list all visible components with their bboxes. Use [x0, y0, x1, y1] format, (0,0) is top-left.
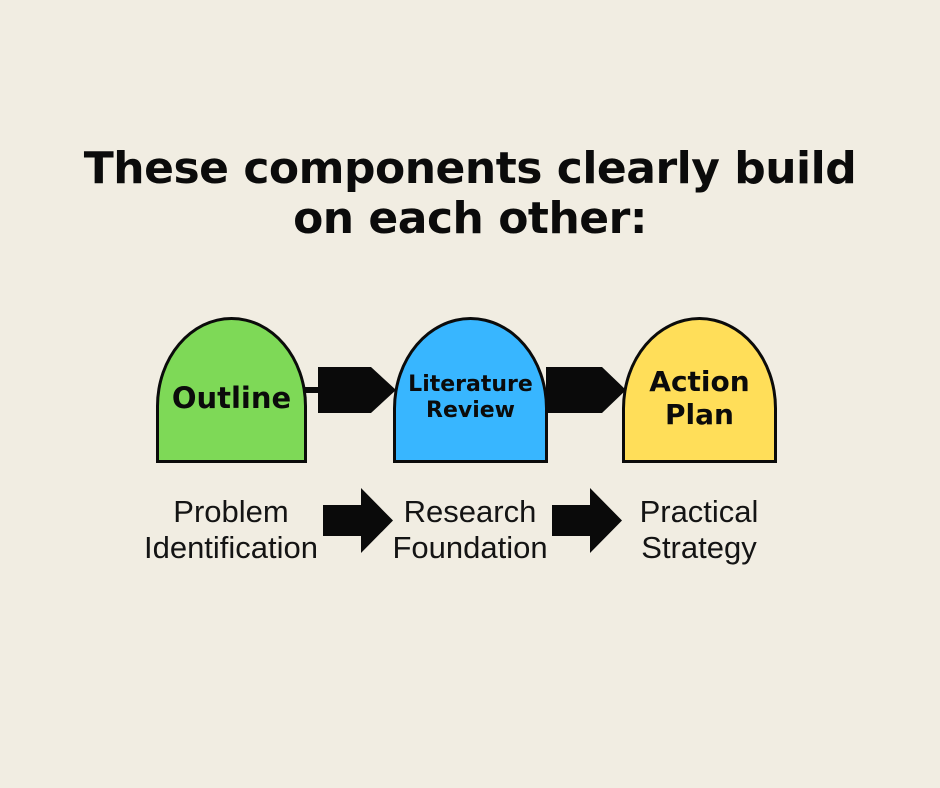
step-arrow-icon-2 — [552, 488, 622, 553]
stage-label-outline: Outline — [171, 380, 292, 415]
stage-label-literature-review: Literature Review — [408, 372, 533, 423]
step-arrow-shape — [552, 488, 622, 553]
stage-label-action-plan: Action Plan — [649, 364, 750, 431]
stage-description-literature-review: Research Foundation — [392, 494, 548, 565]
stage-arch-literature-review: Literature Review — [393, 317, 548, 463]
stage-description-outline: Problem Identification — [143, 494, 319, 565]
stage-arch-action-plan: Action Plan — [622, 317, 777, 463]
stage-arch-outline: Outline — [156, 317, 307, 463]
flow-arrow-icon-1 — [305, 367, 397, 413]
stage-description-action-plan: Practical Strategy — [639, 494, 759, 565]
page-title-line-2: on each other: — [293, 193, 647, 244]
flow-arrow-shape — [546, 367, 626, 413]
step-arrow-icon-1 — [323, 488, 393, 553]
page-title-line-1: These components clearly build — [83, 143, 857, 194]
step-arrow-shape — [323, 488, 393, 553]
flow-arrow-icon-2 — [546, 367, 626, 413]
page-title: These components clearly build on each o… — [0, 144, 940, 244]
flow-arrow-shape — [305, 367, 396, 413]
